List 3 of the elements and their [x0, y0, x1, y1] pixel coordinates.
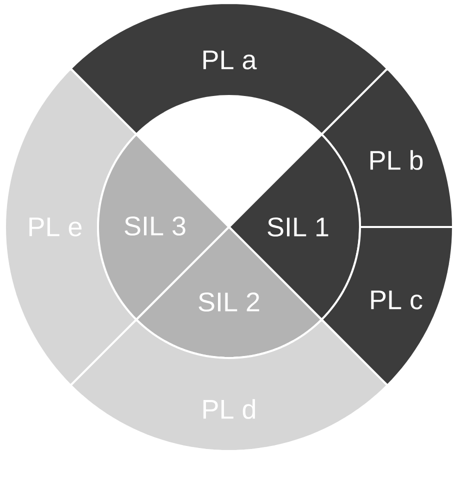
- node-label: PL c: [371, 290, 422, 310]
- node-label: PL b: [370, 150, 423, 170]
- ring-segment: PL a: [70, 2, 388, 136]
